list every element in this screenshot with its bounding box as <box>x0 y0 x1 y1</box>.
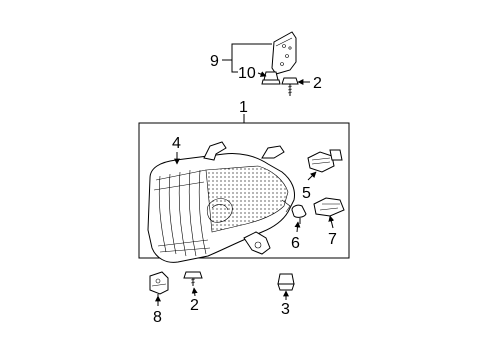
leader-10 <box>231 60 238 73</box>
callout-1: 1 <box>239 99 248 116</box>
bulb-socket-part-7 <box>313 197 345 217</box>
callout-4: 4 <box>172 135 181 152</box>
callout-9: 9 <box>210 53 219 70</box>
bulb-part-6 <box>291 204 307 224</box>
leader-9 <box>231 43 272 60</box>
bulb-socket-part-5 <box>307 149 343 173</box>
leader-2-bottom <box>191 287 198 297</box>
callout-6: 6 <box>291 235 300 252</box>
clip-part-3 <box>277 273 295 291</box>
screw-part-2-bottom <box>183 271 203 286</box>
callout-2-top: 2 <box>313 75 322 92</box>
screw-part-2-top <box>281 77 299 96</box>
clip-nut-part-10 <box>261 71 281 85</box>
clip-part-8 <box>149 271 169 298</box>
leader-10-arrow <box>257 71 267 77</box>
callout-10: 10 <box>238 65 256 82</box>
callout-5: 5 <box>302 185 311 202</box>
leader-6 <box>294 221 301 233</box>
callout-7: 7 <box>328 231 337 248</box>
callout-3: 3 <box>281 301 290 318</box>
headlamp-housing <box>147 141 295 263</box>
leader-7 <box>328 215 335 229</box>
leader-5 <box>307 171 317 181</box>
callout-8: 8 <box>153 309 162 326</box>
bracket-part-9 <box>271 31 297 75</box>
callout-2-bottom: 2 <box>190 297 199 314</box>
